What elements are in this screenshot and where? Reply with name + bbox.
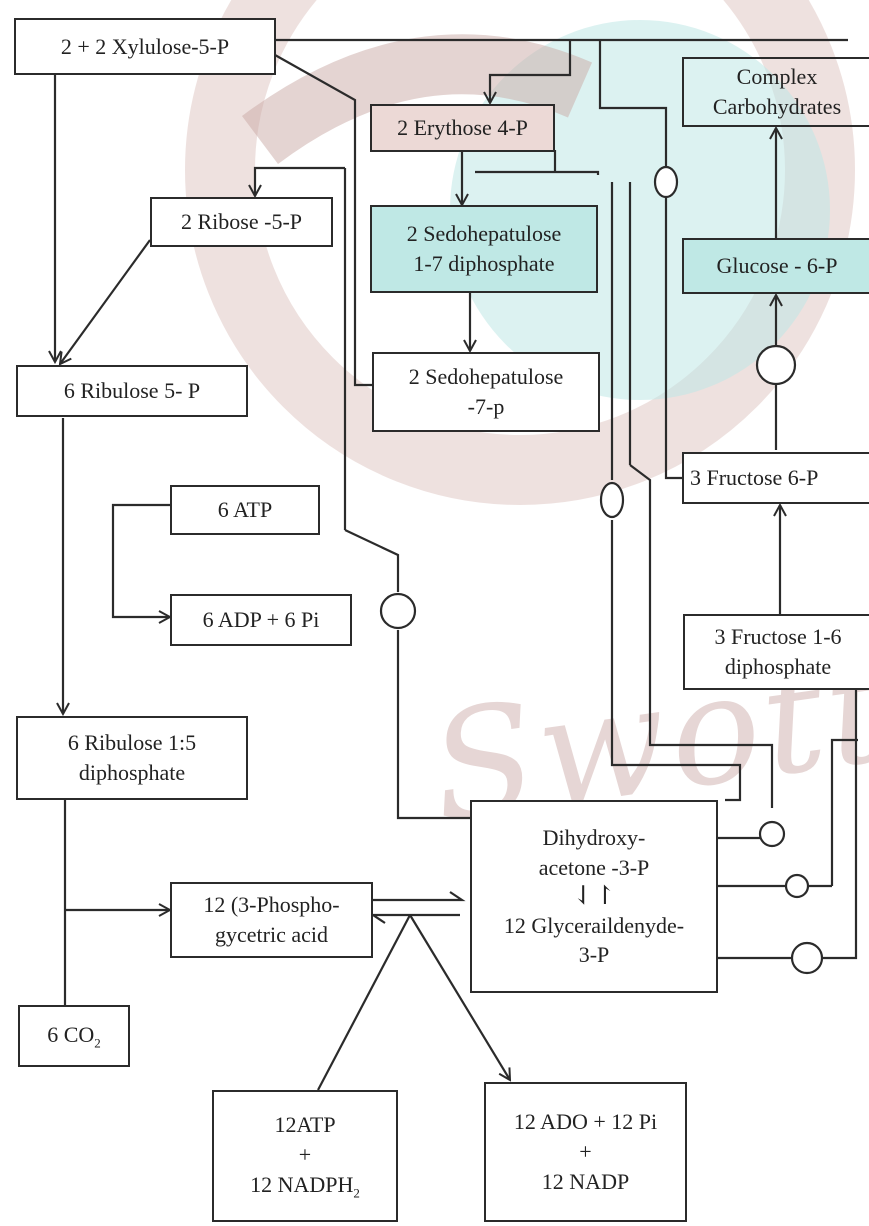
node-atp: 6 ATP (170, 485, 320, 535)
node-12atp-nadph2: 12ATP + 12 NADPH2 (212, 1090, 398, 1222)
node-sedohepatulose-diphosphate: 2 Sedohepatulose 1-7 diphosphate (370, 205, 598, 293)
node-12ado-line2: + (579, 1137, 591, 1167)
node-dihydroxy-line2: acetone -3-P (539, 853, 650, 883)
junction-circle (655, 167, 677, 197)
node-sedo7p-line2: -7-p (468, 392, 505, 422)
node-fructose-6p: 3 Fructose 6-P (682, 452, 869, 504)
node-ribulose5p-text: 6 Ribulose 5- P (64, 376, 200, 406)
node-co2-main: 6 CO (47, 1022, 94, 1047)
node-12ado-pi-nadp: 12 ADO + 12 Pi + 12 NADP (484, 1082, 687, 1222)
node-12ado-line3: 12 NADP (542, 1167, 629, 1197)
node-erythose: 2 Erythose 4-P (370, 104, 555, 152)
junction-circle (757, 346, 795, 384)
node-fructose16-line2: diphosphate (725, 652, 831, 682)
node-12atp-line1: 12ATP (274, 1110, 335, 1140)
node-ribulose15-line1: 6 Ribulose 1:5 (68, 728, 196, 758)
node-fructose16-line1: 3 Fructose 1-6 (714, 622, 841, 652)
junction-circle (381, 594, 415, 628)
node-ribulose-5p: 6 Ribulose 5- P (16, 365, 248, 417)
node-sedo-diphos-line1: 2 Sedohepatulose (407, 219, 562, 249)
junction-circle (792, 943, 822, 973)
node-dihydroxy-line1: Dihydroxy- (543, 823, 646, 853)
node-12atp-sub: 2 (353, 1185, 360, 1200)
node-complex-line1: Complex (737, 62, 818, 92)
node-co2-text: 6 CO2 (47, 1020, 101, 1052)
equilibrium-arrows: ⇃↾ (572, 882, 616, 911)
node-fructose6p-text: 3 Fructose 6-P (690, 463, 818, 493)
node-adp: 6 ADP + 6 Pi (170, 594, 352, 646)
node-sedo-diphos-line2: 1-7 diphosphate (413, 249, 554, 279)
node-atp-text: 6 ATP (218, 495, 272, 525)
node-erythose-text: 2 Erythose 4-P (397, 113, 528, 143)
node-complex-carbohydrates: Complex Carbohydrates (682, 57, 869, 127)
node-12atp-line3: 12 NADPH2 (250, 1170, 360, 1202)
node-co2-sub: 2 (94, 1035, 101, 1050)
node-3-phosphoglyceric-acid: 12 (3-Phospho- gycetric acid (170, 882, 373, 958)
junction-circle (760, 822, 784, 846)
node-glyceraldehyde-line2: 3-P (579, 940, 610, 970)
node-ribose: 2 Ribose -5-P (150, 197, 333, 247)
node-ribose-text: 2 Ribose -5-P (181, 207, 302, 237)
node-12ado-line1: 12 ADO + 12 Pi (514, 1107, 657, 1137)
node-xylulose-text: 2 + 2 Xylulose-5-P (61, 32, 229, 62)
node-xylulose: 2 + 2 Xylulose-5-P (14, 18, 276, 75)
node-adp-text: 6 ADP + 6 Pi (203, 605, 320, 635)
node-glyceraldehyde-line1: 12 Glyceraildenyde- (504, 911, 684, 941)
node-12atp-line2: + (299, 1140, 311, 1170)
junction-circle (786, 875, 808, 897)
node-co2: 6 CO2 (18, 1005, 130, 1067)
node-glucose-text: Glucose - 6-P (717, 251, 838, 281)
node-ribulose-1-5-diphosphate: 6 Ribulose 1:5 diphosphate (16, 716, 248, 800)
node-12atp-nadph: 12 NADPH (250, 1172, 353, 1197)
node-sedo7p-line1: 2 Sedohepatulose (409, 362, 564, 392)
node-ribulose15-line2: diphosphate (79, 758, 185, 788)
node-dihydroxyacetone-glyceraldehyde: Dihydroxy- acetone -3-P ⇃↾ 12 Glyceraild… (470, 800, 718, 993)
node-fructose-1-6-diphosphate: 3 Fructose 1-6 diphosphate (683, 614, 869, 690)
node-glucose-6p: Glucose - 6-P (682, 238, 869, 294)
junction-circle (601, 483, 623, 517)
node-sedohepatulose-7p: 2 Sedohepatulose -7-p (372, 352, 600, 432)
node-phospho-line2: gycetric acid (215, 920, 328, 950)
node-complex-line2: Carbohydrates (713, 92, 841, 122)
node-phospho-line1: 12 (3-Phospho- (203, 890, 339, 920)
